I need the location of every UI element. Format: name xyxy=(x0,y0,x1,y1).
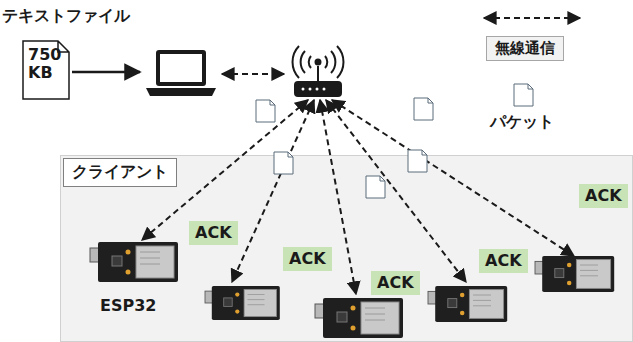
file-label: テキストファイル xyxy=(2,6,130,27)
device-label: ESP32 xyxy=(100,296,156,315)
node-text: ACK xyxy=(289,249,326,269)
esp32-boards xyxy=(90,242,614,338)
ack-box: ACK xyxy=(371,271,420,295)
packets xyxy=(256,98,433,198)
ack-box: ACK xyxy=(283,247,332,271)
legend-label: 無線通信 xyxy=(486,36,564,61)
ack-box: ACK xyxy=(479,249,528,273)
ack-box: ACK xyxy=(189,221,238,245)
node-text: ACK xyxy=(585,186,622,206)
node-text: ACK xyxy=(485,251,522,271)
document-icon: 750 KB xyxy=(22,40,70,100)
region-heading: クライアント xyxy=(63,158,177,187)
node-text: ACK xyxy=(195,223,232,243)
router xyxy=(293,46,344,96)
ack-box: ACK xyxy=(579,184,628,208)
packet-label: パケット xyxy=(490,112,554,133)
node-text: 750 KB xyxy=(28,46,64,83)
wireless-links xyxy=(142,100,574,294)
laptop xyxy=(146,50,216,96)
node-text: ACK xyxy=(377,273,414,293)
